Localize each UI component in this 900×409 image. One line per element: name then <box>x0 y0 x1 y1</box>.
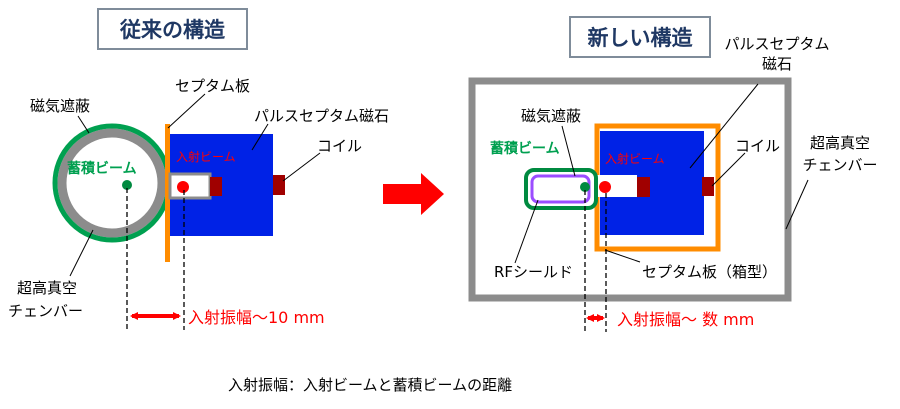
old-coil-right <box>273 175 285 195</box>
new-injected-beam-label: 入射ビーム <box>605 152 665 166</box>
new-coil-right <box>702 177 714 196</box>
old-leader-magnet <box>251 123 269 151</box>
old-leader-shield <box>77 115 90 134</box>
footnote: 入射振幅：入射ビームと蓄積ビームの距離 <box>228 376 513 394</box>
new-leader-coil <box>711 152 746 187</box>
old-septum-plate <box>165 124 170 262</box>
new-amplitude-label: 入射振幅～ 数 mm <box>617 310 755 329</box>
new-leader-chamber <box>785 179 809 230</box>
new-coil-label: コイル <box>735 137 781 155</box>
new-stored-beam <box>580 182 590 192</box>
old-leader-chamber <box>69 229 94 277</box>
old-chamber-label-1: 超高真空 <box>17 279 78 297</box>
transition-arrow <box>383 173 444 215</box>
old-chamber <box>57 128 167 238</box>
old-channel <box>168 172 212 200</box>
new-pulse-magnet-label-2: 磁石 <box>761 55 792 73</box>
new-stored-beam-label: 蓄積ビーム <box>490 141 560 157</box>
new-injected-beam <box>599 181 611 193</box>
old-chamber-label-2: チェンバー <box>8 302 84 320</box>
old-leader-coil <box>282 152 321 182</box>
new-coil-left <box>637 177 650 197</box>
new-rf-shield-label: RFシールド <box>494 263 574 281</box>
old-shield-label: 磁気遮蔽 <box>30 97 91 115</box>
new-septum-box-label: セプタム板（箱型） <box>642 263 778 281</box>
title-new-structure: 新しい構造 <box>569 16 711 58</box>
new-leader-magnet <box>689 83 759 169</box>
title-old-structure: 従来の構造 <box>97 8 248 50</box>
old-coil-label: コイル <box>317 137 363 155</box>
new-chamber-label-1: 超高真空 <box>809 134 870 152</box>
old-pulse-magnet-label: パルスセプタム磁石 <box>254 107 390 125</box>
old-stored-beam <box>122 180 132 190</box>
new-leader-shield <box>561 125 576 177</box>
new-chamber-label-2: チェンバー <box>802 156 878 174</box>
old-stored-beam-label: 蓄積ビーム <box>67 161 137 177</box>
old-amplitude-label: 入射振幅～10 mm <box>188 308 325 327</box>
new-leader-septum <box>604 249 641 263</box>
new-shield <box>524 168 598 210</box>
new-leader-rf <box>514 199 539 264</box>
old-leader-septum <box>167 93 206 129</box>
new-shield-label: 磁気遮蔽 <box>521 107 582 125</box>
old-coil-left <box>210 177 222 196</box>
old-injected-beam <box>177 181 189 193</box>
old-injected-beam-label: 入射ビーム <box>176 150 236 164</box>
new-pulse-magnet-label-1: パルスセプタム <box>724 35 830 53</box>
old-septum-plate-label: セプタム板 <box>175 77 251 95</box>
